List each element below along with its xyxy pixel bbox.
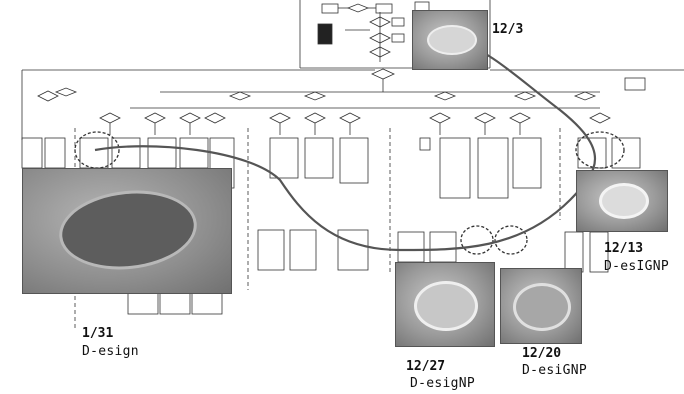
- date-label-dec13: 12/13: [604, 241, 643, 256]
- wound-dec13: [599, 183, 649, 219]
- date-label-dec27: 12/27: [406, 359, 445, 374]
- wound-photo-dec3: [412, 10, 488, 70]
- stage-label-dec13: D-esIGNP: [604, 259, 669, 274]
- wound-photo-jan31: [22, 168, 232, 294]
- wound-dec27: [414, 281, 478, 331]
- wound-dec3: [427, 25, 477, 55]
- wound-dec20: [513, 283, 571, 331]
- stage-label-dec27: D-esigNP: [410, 376, 475, 391]
- highlight-circle-2: [461, 226, 493, 254]
- stage-label-jan31: D-esign: [82, 344, 139, 359]
- stage-label-dec20: D-esiGNP: [522, 363, 587, 378]
- wound-jan31: [55, 184, 200, 276]
- wound-photo-dec20: [500, 268, 582, 344]
- wound-photo-dec27: [395, 262, 495, 347]
- date-label-dec20: 12/20: [522, 346, 561, 361]
- highlight-circle-4: [576, 132, 624, 168]
- wound-photo-dec13: [576, 170, 668, 232]
- date-label-dec3: 12/3: [492, 22, 523, 37]
- date-label-jan31: 1/31: [82, 326, 113, 341]
